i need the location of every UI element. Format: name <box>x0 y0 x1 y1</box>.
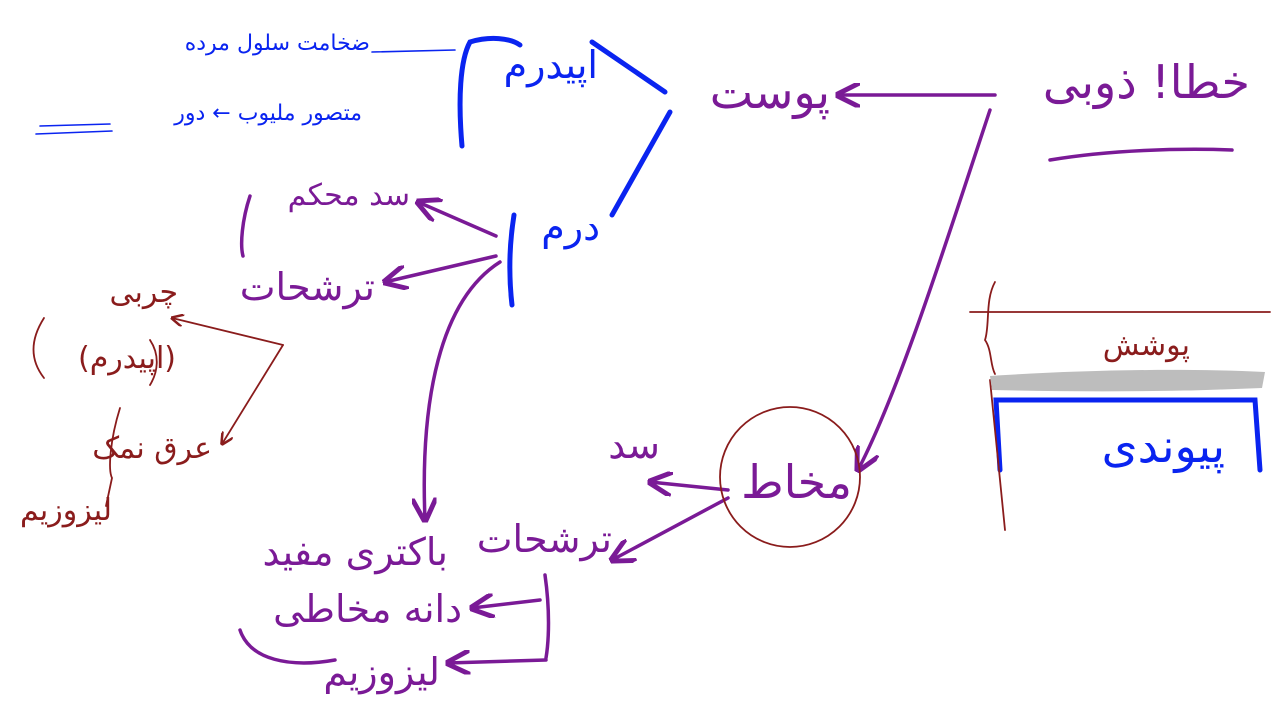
arrow-to-fat <box>172 318 284 346</box>
arrow-to-sweat <box>222 344 284 444</box>
arrow-title-to-mucosa <box>858 108 992 470</box>
skin-branch-lower <box>609 109 673 218</box>
dermis-bracket <box>507 212 517 308</box>
blue-thin-strokes <box>35 49 456 135</box>
arrow-mucosa-to-secretions <box>612 496 730 560</box>
blue-strokes <box>457 35 1263 473</box>
epidermis-note2: متصور ملیوب ← دور <box>173 101 362 126</box>
connective-bracket <box>993 397 1263 473</box>
fat-paren-left <box>32 317 45 379</box>
title-underline <box>1048 147 1234 162</box>
sweat-label: عرق نمک <box>92 431 212 466</box>
layer-left-side <box>989 379 1006 531</box>
skin-small-label: پوشش <box>1103 328 1190 363</box>
arrow-to-lysozyme <box>448 660 548 663</box>
secretions-bracket <box>543 573 551 660</box>
dermis-label: درم <box>541 205 600 249</box>
arrow-to-acid <box>472 600 542 608</box>
acid-bracket <box>238 628 337 665</box>
epidermis-note1-pointer <box>371 49 456 53</box>
dermis-secretions-label: ترشحات <box>240 265 375 310</box>
epidermis-bracket <box>457 35 523 149</box>
fat-paren-right <box>149 339 158 386</box>
sweat-bracket <box>105 407 121 507</box>
lysozyme-brown-label: لیزوزیم <box>20 493 112 528</box>
epidermis-note1: ضخامت سلول مرده <box>185 31 370 56</box>
title-label: خطا! ذوبی <box>1043 55 1250 110</box>
acid-label: دانه مخاطی <box>273 587 462 631</box>
brown-strokes <box>32 281 1271 548</box>
fat-label: چربی <box>110 275 178 310</box>
epidermis-label: اپیدرم <box>504 43 598 87</box>
lysozyme-purple-label: لیزوزیم <box>323 650 440 695</box>
epidermis-paren-label: (اپیدرم) <box>78 341 176 376</box>
wbc-label: باکتری مفید <box>263 530 449 575</box>
barrier-secretions-bracket <box>239 194 252 258</box>
skin-label: پوست <box>710 65 830 120</box>
mucosa-barrier-label: سد <box>608 423 660 467</box>
purple-strokes <box>238 95 1234 665</box>
underline-1 <box>39 123 111 127</box>
connective-label: پیوندی <box>1102 419 1225 474</box>
underline-2 <box>35 130 113 135</box>
layer-brace <box>984 281 996 375</box>
keratin-band <box>990 369 1265 392</box>
skin-branch-upper <box>589 39 668 95</box>
arrow-mucosa-to-barrier <box>650 482 730 490</box>
arrow-dermis-to-barrier <box>418 202 498 238</box>
mucosa-circle <box>719 406 861 548</box>
dermis-barrier-label: سد محکم <box>288 178 410 213</box>
mucosa-secretions-label: ترشحات <box>477 517 612 562</box>
arrow-dermis-to-secretions <box>385 254 498 282</box>
mucosa-label: مخاط <box>741 455 852 509</box>
arrow-dermis-to-wbc <box>424 260 502 520</box>
